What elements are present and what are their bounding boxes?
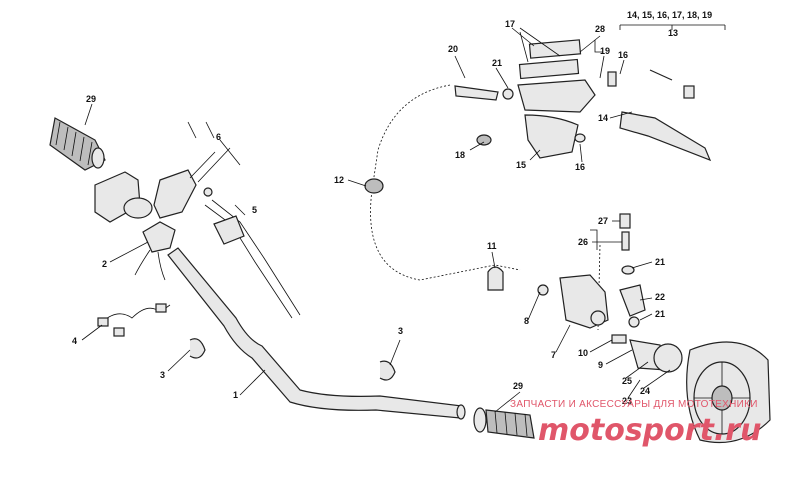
group-parent-label: 13 — [668, 28, 678, 38]
hose-clip-part — [487, 266, 504, 291]
callout-26: 26 — [578, 237, 588, 247]
callout-24: 24 — [640, 386, 650, 396]
callout-19: 19 — [600, 46, 610, 56]
callout-3-left: 3 — [160, 370, 165, 380]
clutch-cover-part — [686, 341, 771, 444]
callout-14: 14 — [598, 113, 608, 123]
callout-4: 4 — [72, 336, 77, 346]
callout-28: 28 — [595, 24, 605, 34]
left-switch-part — [94, 169, 213, 223]
callout-29-left: 29 — [86, 94, 96, 104]
throttle-cables-part — [204, 199, 301, 319]
callout-16-bottom: 16 — [575, 162, 585, 172]
group-members-label: 14, 15, 16, 17, 18, 19 — [627, 10, 712, 20]
callout-9: 9 — [598, 360, 603, 370]
clip-left-part — [189, 338, 206, 359]
callout-2: 2 — [102, 259, 107, 269]
right-grip-part — [473, 407, 535, 439]
grommet-part — [364, 178, 384, 194]
callout-6: 6 — [216, 132, 221, 142]
left-grip-part — [49, 117, 106, 171]
callout-5: 5 — [252, 205, 257, 215]
callout-11: 11 — [487, 241, 497, 251]
callout-17: 17 — [505, 19, 515, 29]
callout-10: 10 — [578, 348, 588, 358]
hose-fittings-part — [611, 213, 683, 373]
callout-27: 27 — [598, 216, 608, 226]
clip-right-part — [379, 360, 396, 381]
callout-8: 8 — [524, 316, 529, 326]
callout-23: 23 — [622, 396, 632, 406]
callout-18: 18 — [455, 150, 465, 160]
callout-21-low: 21 — [655, 309, 665, 319]
right-switch-part — [537, 274, 609, 329]
callout-12: 12 — [334, 175, 344, 185]
callout-7: 7 — [551, 350, 556, 360]
wiring-harness-part — [97, 303, 171, 337]
callout-20: 20 — [448, 44, 458, 54]
switch-block-part — [134, 221, 176, 281]
callout-15: 15 — [516, 160, 526, 170]
master-cylinder-part — [454, 39, 712, 162]
callout-16-top: 16 — [618, 50, 628, 60]
callout-21-top: 21 — [492, 58, 502, 68]
callout-21-mid: 21 — [655, 257, 665, 267]
callout-25: 25 — [622, 376, 632, 386]
handlebar-part — [167, 247, 466, 420]
watermark-tagline: ЗАПЧАСТИ И АКСЕССУАРЫ ДЛЯ МОТОТЕХНИКИ — [510, 399, 758, 410]
watermark-brand: motosport.ru — [538, 413, 761, 448]
callout-22: 22 — [655, 292, 665, 302]
callout-29-right: 29 — [513, 381, 523, 391]
callout-3-right: 3 — [398, 326, 403, 336]
callout-1: 1 — [233, 390, 238, 400]
